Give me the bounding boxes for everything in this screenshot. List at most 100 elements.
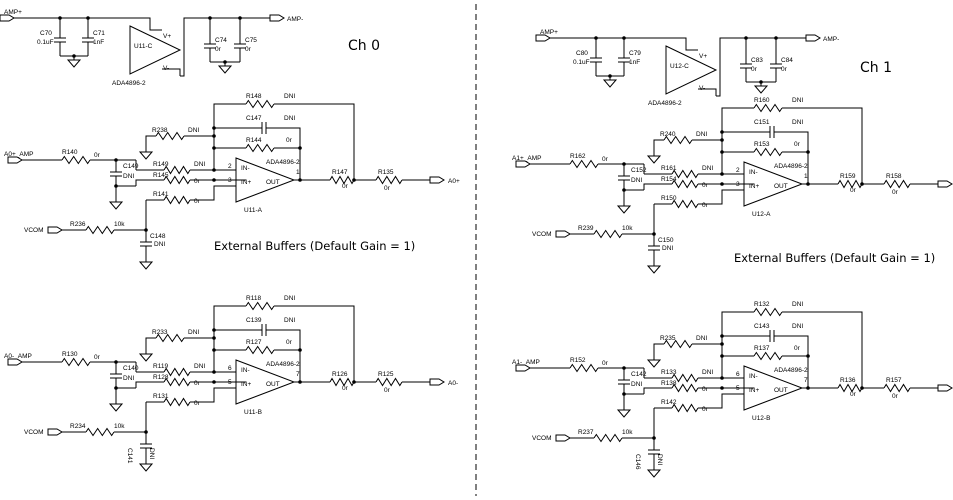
- resistor-symbol: [329, 175, 355, 185]
- ground-symbol: [138, 151, 154, 160]
- ground-symbol: [217, 65, 233, 74]
- label: U12-A: [752, 211, 771, 218]
- resistor-symbol: [593, 229, 623, 239]
- label: 0r: [781, 66, 788, 73]
- label: 0r: [194, 400, 201, 407]
- ground-symbol: [138, 261, 154, 270]
- resistor-symbol: [837, 179, 863, 189]
- label: R135: [378, 169, 394, 176]
- label: DNI: [696, 131, 707, 138]
- label: DNI: [792, 323, 803, 330]
- label: 0.1uF: [573, 59, 590, 66]
- label: R132: [754, 301, 770, 308]
- junction-dot: [298, 146, 302, 150]
- resistor-symbol: [245, 143, 275, 153]
- ground-symbol: [753, 85, 769, 94]
- label: 0r: [342, 183, 349, 190]
- label: R141: [153, 191, 169, 198]
- resistor-symbol: [245, 99, 275, 109]
- wire: [698, 189, 744, 205]
- wire: [190, 387, 236, 403]
- label: 0r: [850, 187, 857, 194]
- junction-dot: [720, 150, 724, 154]
- label: 0r: [892, 189, 899, 196]
- label: C80: [576, 50, 588, 57]
- ground-symbol: [108, 403, 124, 412]
- label: 0r: [602, 156, 609, 163]
- label: C75: [245, 37, 257, 44]
- resistor-symbol: [163, 195, 191, 205]
- resistor-symbol: [753, 103, 783, 113]
- label: 1nF: [629, 59, 640, 66]
- label: DNI: [123, 375, 134, 382]
- label: External Buffers (Default Gain = 1): [214, 239, 415, 253]
- label: IN-: [749, 373, 758, 380]
- port-out-symbol: [429, 378, 445, 386]
- label: DNI: [702, 165, 713, 172]
- label: DNI: [792, 97, 803, 104]
- label: R239: [578, 225, 594, 232]
- resistor-symbol: [245, 345, 275, 355]
- label: 0r: [384, 185, 391, 192]
- label: C142: [631, 371, 647, 378]
- resistor-symbol: [663, 135, 693, 145]
- junction-dot: [720, 182, 724, 186]
- label: OUT: [774, 183, 788, 190]
- label: 6: [228, 365, 232, 372]
- resistor-symbol: [753, 147, 783, 157]
- label: R237: [578, 429, 594, 436]
- label: U12-C: [670, 63, 689, 70]
- label: DNI: [284, 93, 295, 100]
- label: 1: [804, 173, 808, 180]
- wire: [716, 37, 806, 97]
- label: DNI: [148, 448, 155, 459]
- junction-dot: [212, 348, 216, 352]
- label: C79: [629, 50, 641, 57]
- port-in-symbol: [515, 160, 531, 168]
- label: U11-A: [244, 207, 263, 214]
- label: V+: [699, 53, 707, 60]
- wire: [180, 17, 270, 77]
- junction-dot: [720, 342, 724, 346]
- label: 0r: [751, 66, 758, 73]
- label: 0r: [94, 354, 101, 361]
- ground-symbol: [646, 359, 662, 368]
- label: AMP-: [823, 36, 839, 43]
- wire: [266, 329, 301, 376]
- junction-dot: [720, 386, 724, 390]
- label: V+: [163, 33, 171, 40]
- wire: [774, 131, 809, 178]
- wire: [643, 387, 672, 394]
- wire: [266, 127, 301, 174]
- label: R150: [661, 195, 677, 202]
- label: 0r: [794, 345, 801, 352]
- label: 2: [736, 167, 740, 174]
- resistor-symbol: [671, 199, 699, 209]
- junction-dot: [720, 334, 724, 338]
- port-in-symbol: [47, 226, 63, 234]
- label: R236: [70, 221, 86, 228]
- label: R238: [152, 127, 168, 134]
- junction-dot: [212, 146, 216, 150]
- label: C148: [150, 233, 166, 240]
- label: 0r: [194, 198, 201, 205]
- label: DNI: [194, 363, 205, 370]
- label: R133: [661, 369, 677, 376]
- label: U11-B: [244, 409, 262, 416]
- wire: [643, 183, 672, 190]
- label: Ch 1: [860, 60, 892, 76]
- junction-dot: [212, 380, 216, 384]
- label: DNI: [792, 301, 803, 308]
- label: DNI: [188, 329, 199, 336]
- label: R152: [570, 357, 586, 364]
- label: DNI: [656, 454, 663, 465]
- port-in-symbol: [555, 230, 571, 238]
- label: C147: [246, 115, 262, 122]
- ground-symbol: [646, 469, 662, 478]
- label: R147: [332, 169, 348, 176]
- port-in-symbol: [0, 14, 15, 22]
- opamp-symbol: [129, 25, 182, 75]
- label: R119: [153, 363, 168, 370]
